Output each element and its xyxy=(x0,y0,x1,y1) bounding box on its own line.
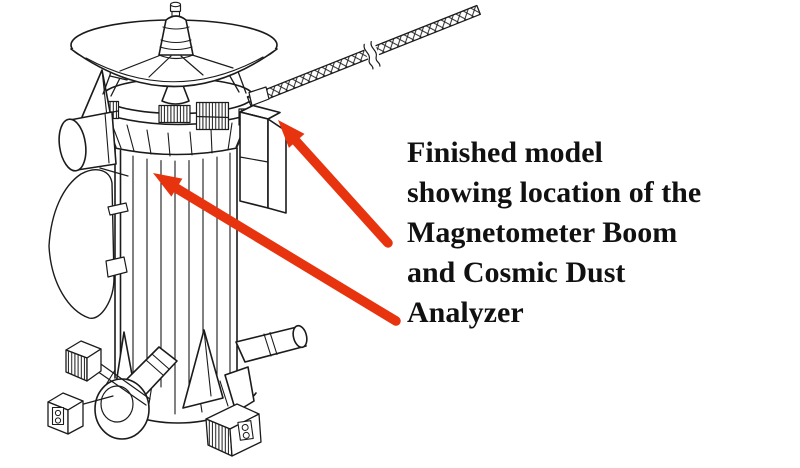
upper-arrow-shaft xyxy=(291,136,393,248)
nozzle-plate xyxy=(237,420,254,441)
thruster-cluster-lower-left xyxy=(47,392,114,435)
louver-panel-center xyxy=(158,104,191,124)
caption-line-4: and Cosmic Dust xyxy=(407,256,626,289)
boom-root-bracket xyxy=(248,86,270,107)
caption-line-1: Finished model xyxy=(407,136,603,169)
antenna-feed-cone xyxy=(158,1,194,60)
lower-arrow-to-cosmic-dust-analyzer xyxy=(153,173,401,326)
probe-bracket-lower xyxy=(105,256,128,278)
caption-line-3: Magnetometer Boom xyxy=(407,216,678,249)
spacecraft-drawing xyxy=(47,1,481,457)
probe-bracket-upper xyxy=(107,202,129,216)
side-instrument-cylinder xyxy=(58,110,129,177)
lower-arrow-head xyxy=(153,173,183,197)
tank-cylinder-right xyxy=(235,324,308,363)
skirt-flap xyxy=(224,366,255,413)
annotation-arrows xyxy=(153,120,401,326)
upper-arrow-head xyxy=(278,120,305,148)
high-gain-antenna xyxy=(70,1,278,97)
thruster-cluster-upper-left xyxy=(65,340,151,406)
lower-arrow-shaft xyxy=(171,183,401,326)
dish-cup xyxy=(70,48,278,88)
probe-cover xyxy=(48,169,129,319)
louver-panel-right xyxy=(195,101,230,131)
dish-support-struts xyxy=(102,63,247,97)
equipment-ring xyxy=(102,65,254,157)
instrument-box xyxy=(239,104,287,214)
feed-struts xyxy=(119,52,234,78)
boom-break-mark xyxy=(370,41,381,67)
boom-break-mark xyxy=(363,43,374,70)
caption-line-2: showing location of the xyxy=(407,176,702,209)
thruster-cluster-bottom xyxy=(205,403,262,457)
upper-arrow-to-magnetometer-boom xyxy=(278,120,393,248)
caption-line-5: Analyzer xyxy=(407,296,524,329)
caption-text: Finished model showing location of the M… xyxy=(407,133,787,333)
magnetometer-boom xyxy=(246,4,481,107)
